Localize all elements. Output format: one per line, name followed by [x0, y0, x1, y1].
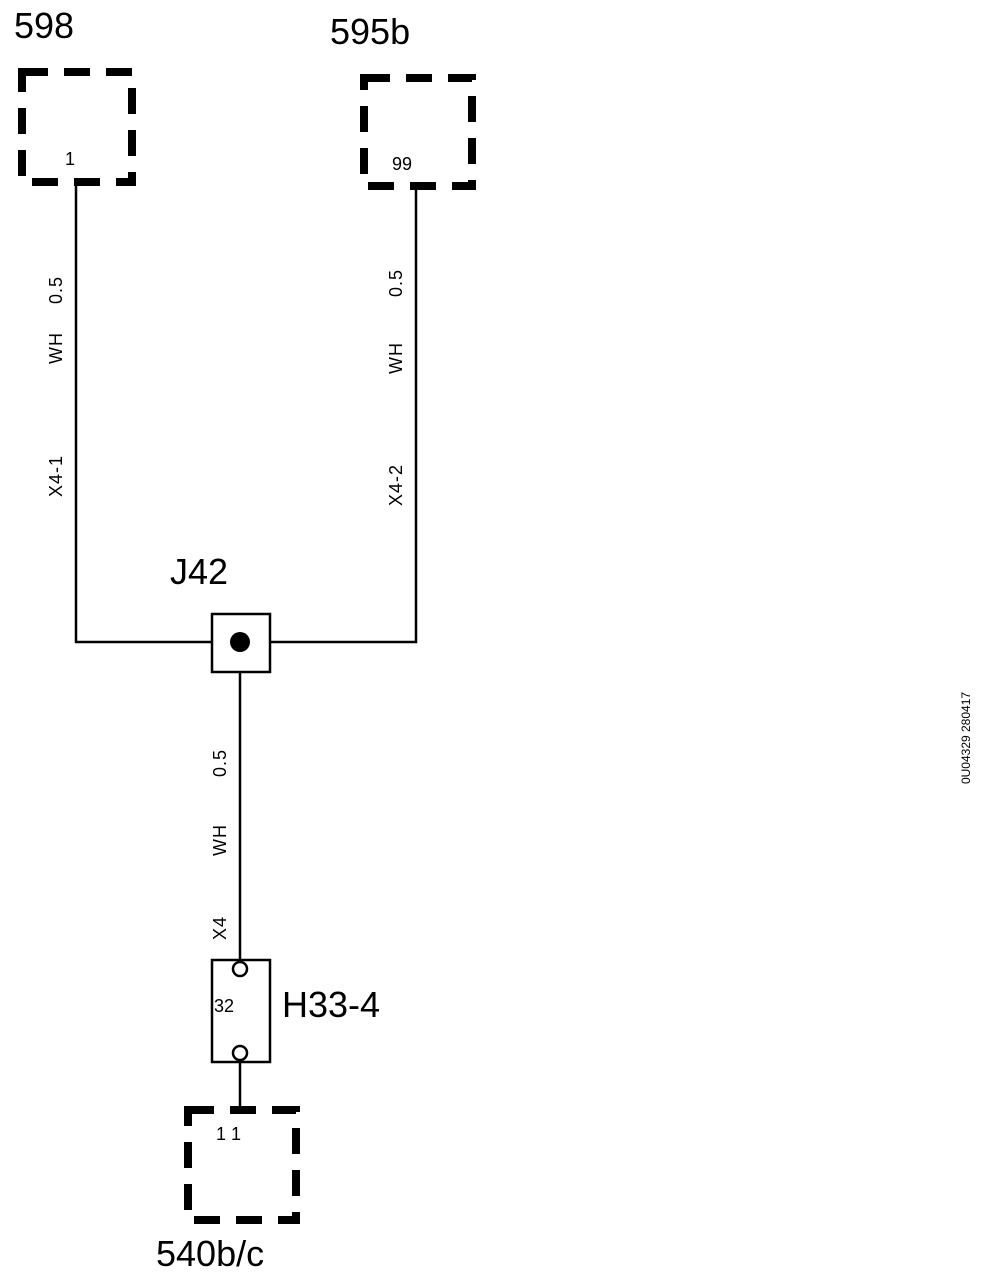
- wire-bottom-size: 0.5: [210, 749, 230, 777]
- wire-left-color: WH: [46, 332, 66, 364]
- component-540bc: 1 1 540b/c: [156, 1106, 300, 1274]
- connector-terminal-bottom: [231, 1044, 249, 1062]
- component-595b-label: 595b: [330, 11, 410, 52]
- component-598-box: [18, 68, 136, 186]
- wire-left-connector: X4-1: [46, 455, 66, 497]
- wire-right: [270, 188, 418, 644]
- wire-bottom-labels: 0.5 WH X4: [210, 749, 230, 940]
- component-540bc-box: [184, 1106, 300, 1224]
- component-598-label: 598: [14, 5, 74, 46]
- wire-left-labels: 0.5 WH X4-1: [46, 276, 66, 497]
- component-595b-box: [360, 74, 476, 190]
- component-598: 598 1: [14, 5, 136, 186]
- wire-left: [74, 184, 212, 644]
- junction-dot: [230, 632, 250, 652]
- component-540bc-pin: 1 1: [216, 1124, 241, 1144]
- wire-right-size: 0.5: [386, 269, 406, 297]
- connector-label: H33-4: [282, 984, 380, 1025]
- wire-right-labels: 0.5 WH X4-2: [386, 269, 406, 506]
- junction-j42: J42: [170, 551, 272, 674]
- reference-code: 0U04329 280417: [959, 692, 973, 784]
- connector-terminal-top: [231, 960, 249, 978]
- wire-bottom-connector: X4: [210, 916, 230, 940]
- connector-h33-4: 32 H33-4: [210, 958, 380, 1064]
- wire-left-size: 0.5: [46, 276, 66, 304]
- wire-right-connector: X4-2: [386, 464, 406, 506]
- component-595b: 595b 99: [330, 11, 476, 190]
- component-540bc-label: 540b/c: [156, 1233, 264, 1274]
- junction-label: J42: [170, 551, 228, 592]
- wire-bottom-color: WH: [210, 824, 230, 856]
- wire-right-color: WH: [386, 342, 406, 374]
- connector-pin: 32: [214, 996, 234, 1016]
- component-598-pin: 1: [65, 149, 75, 169]
- component-595b-pin: 99: [392, 154, 412, 174]
